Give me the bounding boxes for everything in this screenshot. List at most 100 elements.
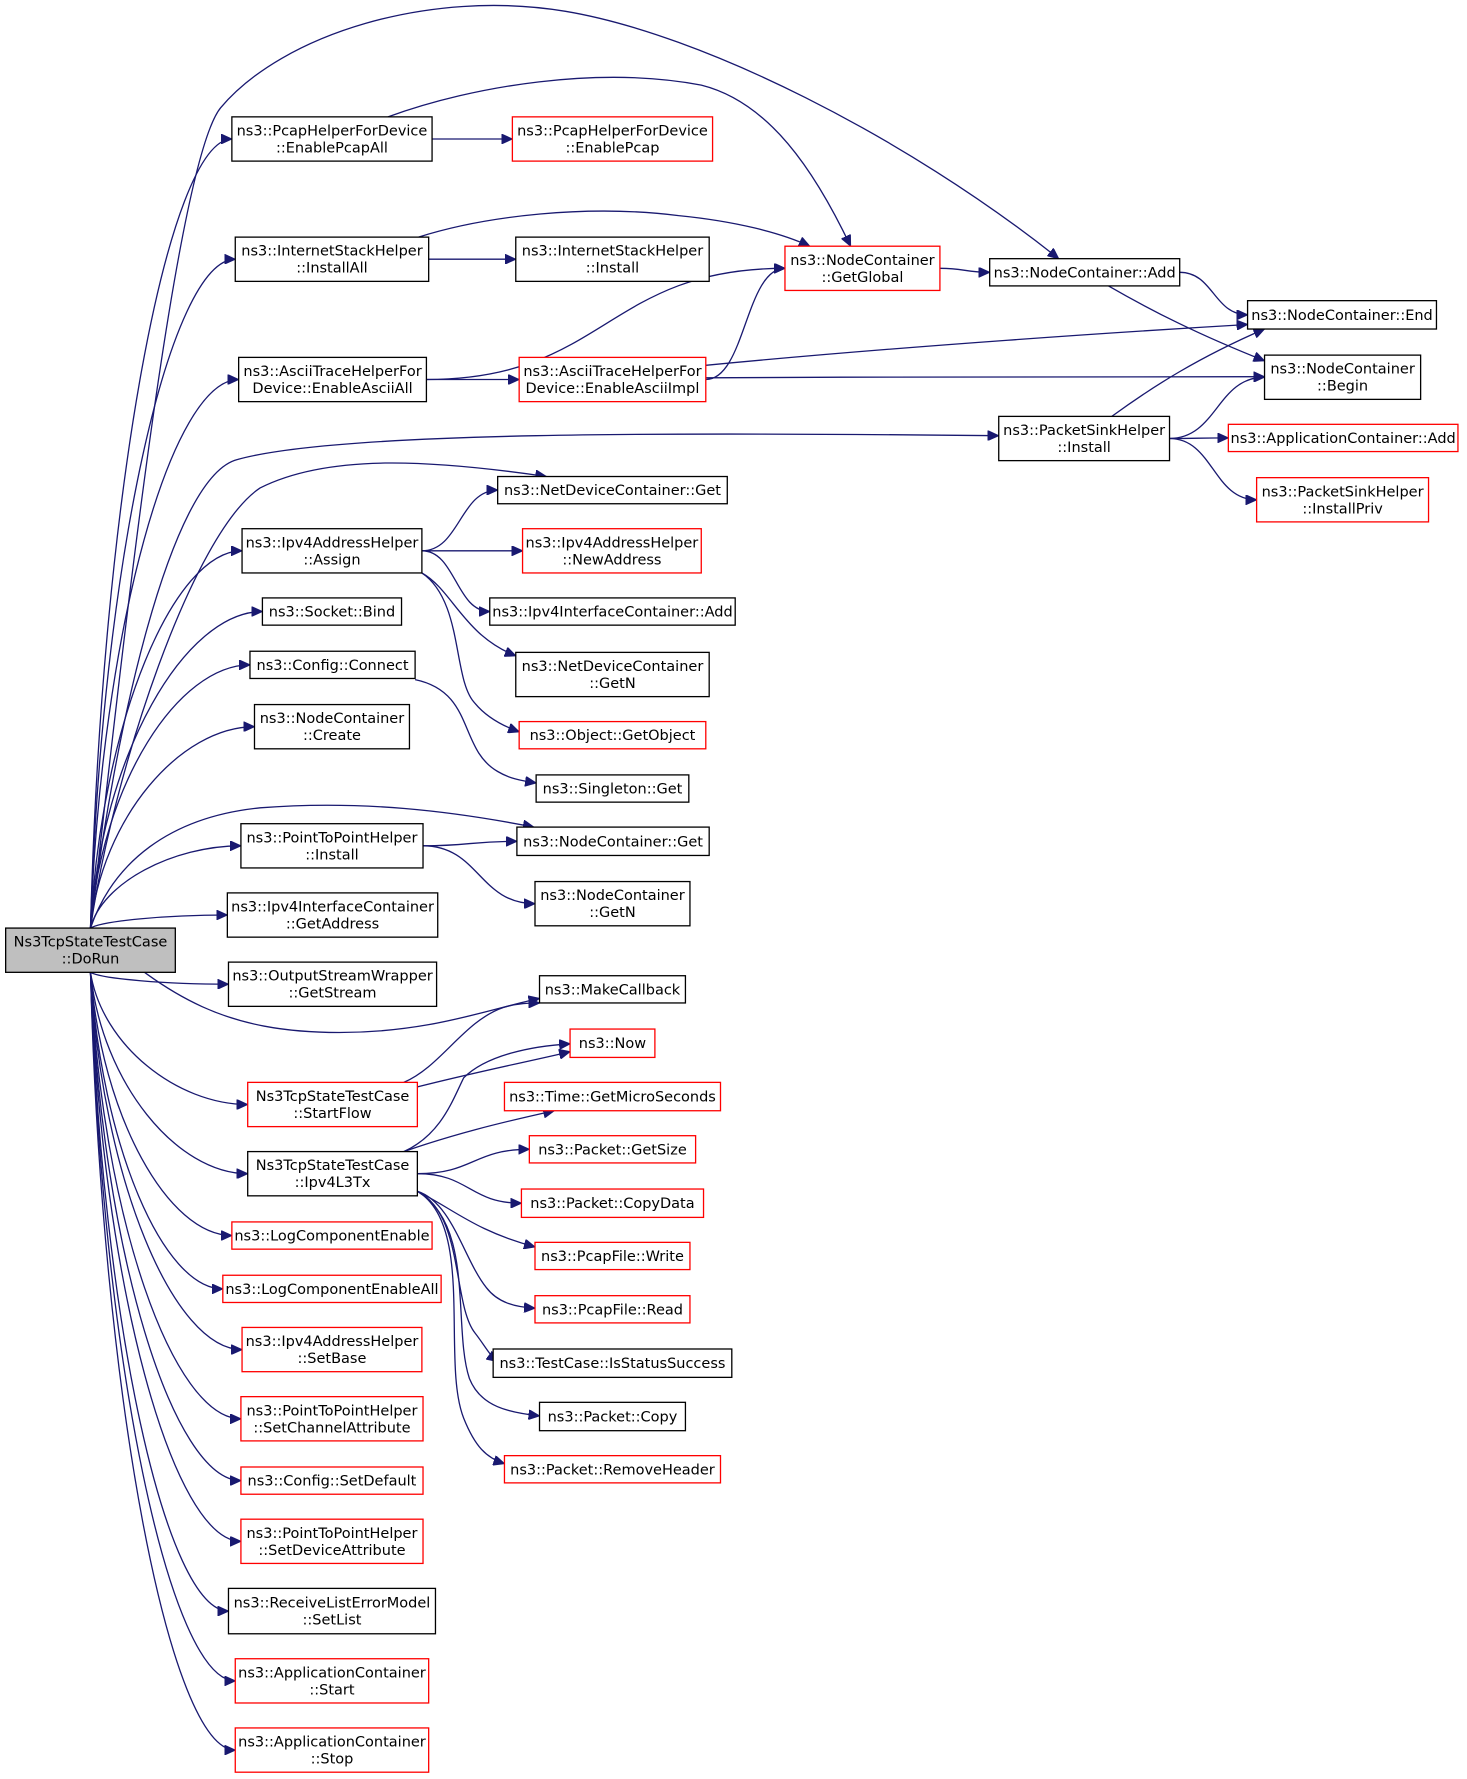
node-socket_bind[interactable]: ns3::Socket::Bind (261, 597, 403, 626)
node-label-line: ns3::ApplicationContainer (238, 1665, 426, 1681)
edge (1169, 437, 1257, 500)
edge (421, 572, 516, 656)
node-pcap_enable[interactable]: ns3::PcapHelperForDevice::EnablePcap (511, 116, 714, 162)
node-ipv4ah_setbase[interactable]: ns3::Ipv4AddressHelper::SetBase (241, 1326, 423, 1373)
edge (89, 972, 241, 1480)
node-box (247, 1150, 419, 1197)
edge (705, 377, 1265, 378)
node-label-line: ns3::Config::SetDefault (248, 1474, 417, 1490)
edge-ascii_impl-to-nc_end (705, 325, 1248, 366)
edge (417, 1052, 570, 1088)
node-label-line: ::DoRun (62, 952, 120, 968)
node-box (240, 1466, 424, 1495)
node-nc_create[interactable]: ns3::NodeContainer::Create (253, 703, 411, 750)
node-nc_add[interactable]: ns3::NodeContainer::Add (989, 258, 1181, 287)
node-box (222, 1274, 442, 1304)
edge (939, 268, 990, 272)
node-p2p_install[interactable]: ns3::PointToPointHelper::Install (240, 823, 424, 869)
node-ipv4ic_add[interactable]: ns3::Ipv4InterfaceContainer::Add (489, 597, 736, 626)
edge-nc_add-to-nc_begin (1108, 285, 1265, 361)
node-inet_install[interactable]: ns3::InternetStackHelper::Install (515, 236, 710, 283)
node-time_getmicro[interactable]: ns3::Time::GetMicroSeconds (503, 1081, 722, 1112)
node-label-line: Ns3TcpStateTestCase (256, 1158, 410, 1174)
node-ndc_get[interactable]: ns3::NetDeviceContainer::Get (497, 475, 728, 505)
node-startflow[interactable]: Ns3TcpStateTestCase::StartFlow (247, 1081, 419, 1128)
node-logcomp_enableall[interactable]: ns3::LogComponentEnableAll (222, 1274, 442, 1304)
node-rlem_setlist[interactable]: ns3::ReceiveListErrorModel::SetList (227, 1587, 437, 1635)
node-ipv4ic_getaddr[interactable]: ns3::Ipv4InterfaceContainer::GetAddress (226, 892, 439, 938)
edge (422, 845, 535, 904)
edge (421, 490, 498, 552)
node-nc_end[interactable]: ns3::NodeContainer::End (1246, 300, 1438, 330)
edge (90, 915, 228, 929)
node-label-line: ns3::Time::GetMicroSeconds (509, 1090, 716, 1106)
edge-ipv4l3tx-to-packet_copydata (417, 1173, 521, 1204)
node-p2p_setdeviceattr[interactable]: ns3::PointToPointHelper::SetDeviceAttrib… (240, 1518, 424, 1565)
node-pcapfile_write[interactable]: ns3::PcapFile::Write (534, 1241, 691, 1271)
node-label-line: ns3::PcapFile::Write (541, 1249, 684, 1265)
node-ndc_getn[interactable]: ns3::NetDeviceContainer::GetN (515, 651, 710, 698)
node-label-line: ns3::NodeContainer (540, 888, 684, 904)
edge (89, 972, 236, 1750)
edge-ipv4l3tx-to-packet_removeheader (417, 1190, 504, 1463)
edge (89, 972, 223, 1289)
edge (1169, 438, 1229, 439)
node-box (569, 1028, 656, 1059)
node-inet_installall[interactable]: ns3::InternetStackHelper::InstallAll (234, 236, 430, 283)
node-ascii_impl[interactable]: ns3::AsciiTraceHelperForDevice::EnableAs… (518, 356, 707, 403)
edge (403, 1003, 540, 1083)
node-appc_add[interactable]: ns3::ApplicationContainer::Add (1227, 423, 1459, 453)
node-ipv4ah_assign[interactable]: ns3::Ipv4AddressHelper::Assign (241, 528, 423, 574)
node-packet_copydata[interactable]: ns3::Packet::CopyData (520, 1188, 705, 1219)
node-pcapfile_read[interactable]: ns3::PcapFile::Read (534, 1295, 691, 1324)
edge-p2p_install-to-nc_get (422, 841, 517, 847)
node-label-line: ::GetAddress (286, 917, 379, 933)
node-nc_begin[interactable]: ns3::NodeContainer::Begin (1263, 354, 1422, 401)
node-now[interactable]: ns3::Now (569, 1028, 656, 1059)
node-label-line: ::SetDeviceAttribute (258, 1543, 405, 1559)
node-label-line: ns3::NodeContainer (260, 711, 404, 727)
node-psh_installpriv[interactable]: ns3::PacketSinkHelper::InstallPriv (1255, 477, 1430, 523)
node-label-line: ns3::Packet::CopyData (530, 1196, 694, 1212)
node-label-line: ns3::AsciiTraceHelperFor (243, 364, 421, 380)
node-obj_getobject[interactable]: ns3::Object::GetObject (518, 720, 707, 750)
node-box (784, 245, 941, 292)
node-testcase_issuccess[interactable]: ns3::TestCase::IsStatusSuccess (492, 1348, 733, 1379)
node-osw_getstream[interactable]: ns3::OutputStreamWrapper::GetStream (227, 961, 438, 1008)
node-nc_getn[interactable]: ns3::NodeContainer::GetN (534, 880, 691, 927)
node-box (227, 1587, 437, 1635)
node-ascii_all[interactable]: ns3::AsciiTraceHelperForDevice::EnableAs… (238, 356, 428, 403)
node-ipv4ah_newaddr[interactable]: ns3::Ipv4AddressHelper::NewAddress (521, 528, 702, 574)
node-singleton_get[interactable]: ns3::Singleton::Get (535, 774, 690, 803)
node-nc_getglobal[interactable]: ns3::NodeContainer::GetGlobal (784, 245, 941, 292)
node-config_setdefault[interactable]: ns3::Config::SetDefault (240, 1466, 424, 1495)
node-pcap_all[interactable]: ns3::PcapHelperForDevice::EnablePcapAll (231, 116, 433, 162)
node-box (518, 720, 707, 750)
edge (89, 665, 251, 929)
edge-inet_installall-to-nc_getglobal (418, 210, 810, 247)
node-label-line: ns3::ApplicationContainer::Add (1231, 431, 1456, 447)
node-box (989, 258, 1181, 287)
node-nc_get[interactable]: ns3::NodeContainer::Get (516, 826, 710, 857)
node-p2p_setchannelattr[interactable]: ns3::PointToPointHelper::SetChannelAttri… (240, 1396, 424, 1442)
node-box (521, 528, 702, 574)
node-root[interactable]: Ns3TcpStateTestCase::DoRun (5, 927, 176, 973)
node-config_connect[interactable]: ns3::Config::Connect (249, 650, 416, 680)
node-label-line: ::GetGlobal (822, 270, 904, 286)
node-makecallback[interactable]: ns3::MakeCallback (538, 975, 687, 1004)
node-ipv4l3tx[interactable]: Ns3TcpStateTestCase::Ipv4L3Tx (247, 1150, 419, 1197)
edge (403, 1111, 554, 1153)
node-appc_stop[interactable]: ns3::ApplicationContainer::Stop (234, 1727, 430, 1773)
node-appc_start[interactable]: ns3::ApplicationContainer::Start (234, 1658, 430, 1704)
node-packet_removeheader[interactable]: ns3::Packet::RemoveHeader (503, 1454, 722, 1484)
node-label-line: ns3::ApplicationContainer (238, 1735, 426, 1751)
node-packet_copy[interactable]: ns3::Packet::Copy (538, 1401, 687, 1432)
node-psh_install[interactable]: ns3::PacketSinkHelper::Install (998, 415, 1171, 462)
edge-ipv4ah_assign-to-ndc_get (421, 490, 498, 552)
node-label-line: Device::EnableAsciiImpl (526, 381, 700, 397)
node-packet_getsize[interactable]: ns3::Packet::GetSize (528, 1135, 697, 1164)
edges-layer (89, 4, 1265, 1750)
node-logcomp_enable[interactable]: ns3::LogComponentEnable (231, 1221, 433, 1250)
node-box (534, 1241, 691, 1271)
edge-startflow-to-makecallback (403, 1003, 540, 1083)
